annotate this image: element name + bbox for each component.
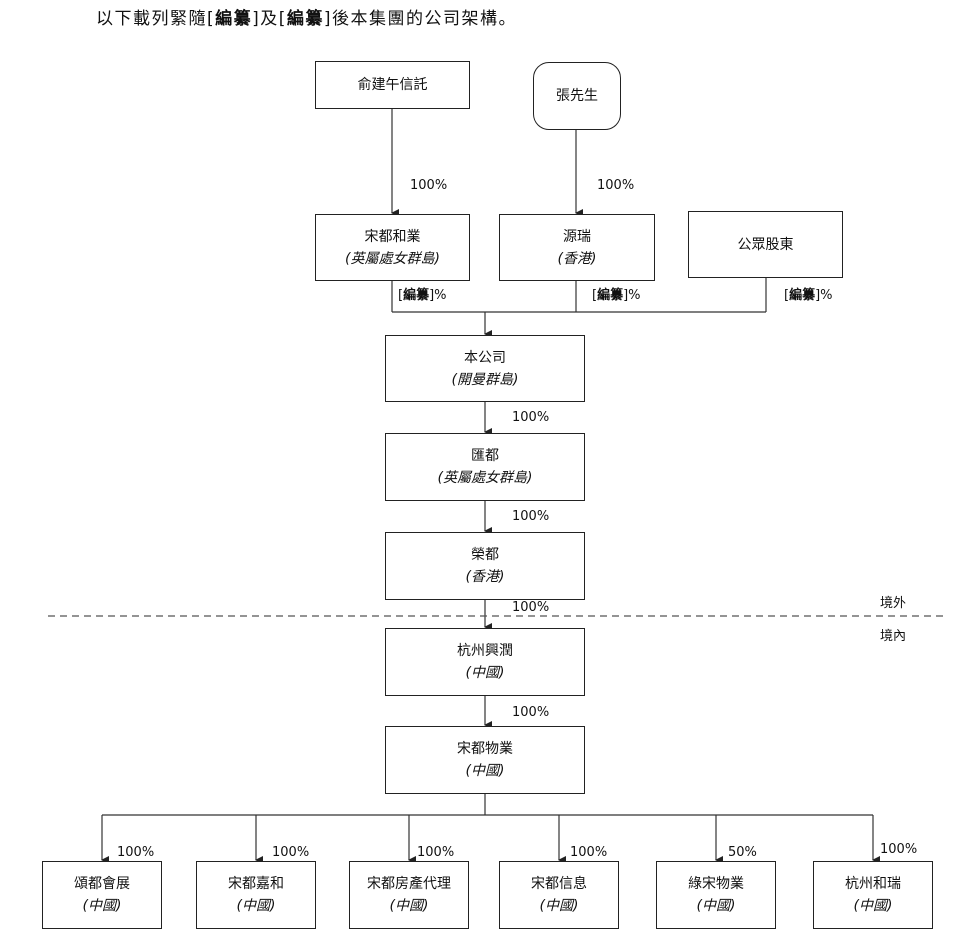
region-onshore: 境內: [880, 629, 907, 644]
box-sub-songdu-exhibition: 頌都會展 (中國): [42, 861, 162, 929]
box-songdu-wuye: 宋都物業 (中國): [385, 726, 585, 794]
intro-prefix: 以下載列緊隨[: [96, 9, 216, 29]
company-place: (開曼群島): [451, 371, 519, 388]
pct-sub-2: 100%: [272, 845, 310, 860]
pct-company-to-huidu: 100%: [512, 410, 550, 425]
pct-sub-6: 100%: [880, 842, 918, 857]
intro-mid: ]及[: [252, 9, 287, 29]
intro-text: 以下載列緊隨[編纂]及[編纂]後本集團的公司架構。: [96, 4, 517, 29]
box-company: 本公司 (開曼群島): [385, 335, 585, 402]
rongdu-place: (香港): [465, 569, 505, 585]
xingrun-place: (中國): [465, 665, 505, 681]
pct-xingrun-to-wuye: 100%: [512, 705, 550, 720]
intro-redacted-1: 編纂: [215, 9, 253, 29]
yuanrui-place: (香港): [557, 250, 597, 267]
box-sub-songdu-property-agency: 宋都房產代理 (中國): [349, 861, 469, 929]
box-sub-hangzhou-herui: 杭州和瑞 (中國): [813, 861, 933, 929]
wuye-place: (中國): [465, 763, 505, 779]
box-rongdu: 榮都 (香港): [385, 532, 585, 600]
pct-sub-5: 50%: [728, 845, 757, 860]
intro-suffix: ]後本集團的公司架構。: [323, 9, 518, 29]
box-yuanrui: 源瑞 (香港): [499, 214, 655, 281]
box-huidu: 匯都 (英屬處女群島): [385, 433, 585, 501]
intro-redacted-2: 編纂: [286, 9, 324, 29]
box-mr-zhang: 張先生: [533, 62, 621, 130]
pct-yuanrui-redacted: [編纂]%: [592, 288, 641, 303]
heye-place: (英屬處女群島): [345, 250, 440, 267]
yuanrui-name: 源瑞: [563, 228, 591, 245]
pct-public-redacted: [編纂]%: [784, 288, 833, 303]
huidu-name: 匯都: [471, 448, 499, 464]
huidu-place: (英屬處女群島): [437, 470, 533, 486]
pct-trust-to-heye: 100%: [410, 178, 448, 193]
box-public-shareholders: 公眾股東: [688, 211, 843, 278]
pct-heye-redacted: [編纂]%: [398, 288, 447, 303]
public-name: 公眾股東: [737, 236, 794, 253]
xingrun-name: 杭州興潤: [457, 643, 513, 659]
pct-sub-4: 100%: [570, 845, 608, 860]
box-hangzhou-xingrun: 杭州興潤 (中國): [385, 628, 585, 696]
box-sub-songdu-jiahe: 宋都嘉和 (中國): [196, 861, 316, 929]
region-offshore: 境外: [880, 596, 907, 611]
box-songdu-heye: 宋都和業 (英屬處女群島): [315, 214, 470, 281]
pct-sub-1: 100%: [117, 845, 155, 860]
company-name: 本公司: [464, 349, 506, 366]
pct-zhang-to-yuanrui: 100%: [597, 178, 635, 193]
pct-huidu-to-rongdu: 100%: [512, 509, 550, 524]
trust-name: 俞建午信託: [357, 77, 428, 93]
rongdu-name: 榮都: [471, 547, 499, 563]
wuye-name: 宋都物業: [457, 741, 513, 757]
box-sub-lvsong-property: 綠宋物業 (中國): [656, 861, 776, 929]
zhang-name: 張先生: [556, 88, 598, 104]
box-sub-songdu-info: 宋都信息 (中國): [499, 861, 619, 929]
pct-rongdu-to-xingrun: 100%: [512, 600, 550, 615]
pct-sub-3: 100%: [417, 845, 455, 860]
box-yu-jianwu-trust: 俞建午信託: [315, 61, 470, 109]
heye-name: 宋都和業: [364, 228, 421, 245]
